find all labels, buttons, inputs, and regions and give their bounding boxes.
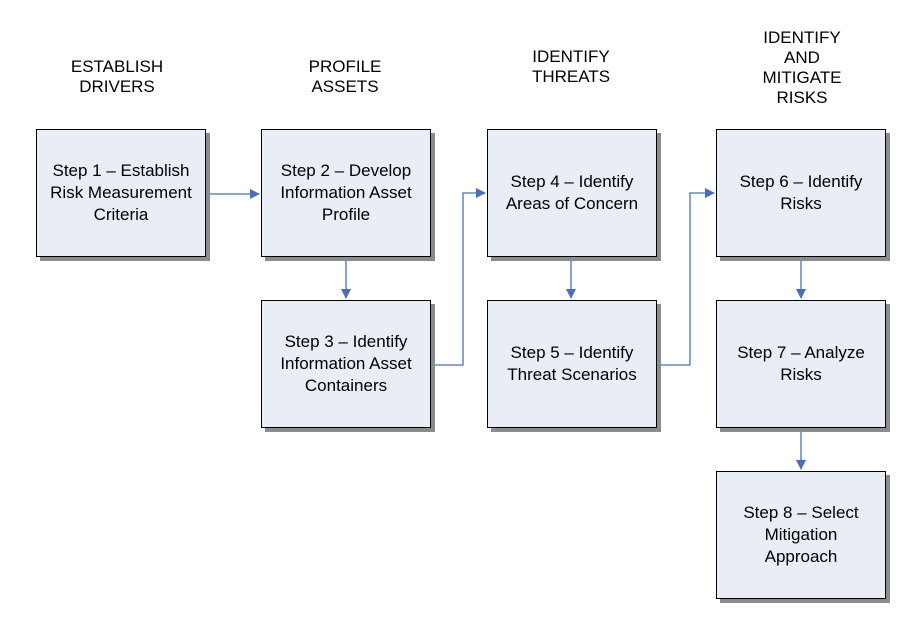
- arrow-step3-to-step4: [431, 188, 486, 366]
- phase-identify-threats: IDENTIFY THREATS: [531, 47, 611, 86]
- step-1-label: Step 1 – Establish Risk Measurement Crit…: [50, 161, 192, 224]
- step-7-box: Step 7 – Analyze Risks: [716, 300, 886, 428]
- step-7-label: Step 7 – Analyze Risks: [737, 343, 865, 384]
- arrow-step5-to-step6: [656, 188, 715, 366]
- step-6-label: Step 6 – Identify Risks: [739, 172, 863, 213]
- step-5-box: Step 5 – Identify Threat Scenarios: [487, 300, 657, 428]
- step-2-box: Step 2 – Develop Information Asset Profi…: [261, 129, 431, 257]
- step-6-box: Step 6 – Identify Risks: [716, 129, 886, 257]
- step-2-label: Step 2 – Develop Information Asset Profi…: [280, 161, 412, 224]
- phase-establish-drivers: ESTABLISH DRIVERS: [70, 57, 164, 96]
- step-5-label: Step 5 – Identify Threat Scenarios: [507, 343, 637, 384]
- step-3-label: Step 3 – Identify Information Asset Cont…: [280, 332, 412, 395]
- step-8-box: Step 8 – Select Mitigation Approach: [716, 471, 886, 599]
- step-4-label: Step 4 – Identify Areas of Concern: [505, 172, 639, 213]
- step-4-box: Step 4 – Identify Areas of Concern: [487, 129, 657, 257]
- step-3-box: Step 3 – Identify Information Asset Cont…: [261, 300, 431, 428]
- step-8-label: Step 8 – Select Mitigation Approach: [743, 503, 859, 566]
- phase-identify-mitigate-risks: IDENTIFY AND MITIGATE RISKS: [762, 28, 842, 107]
- step-1-box: Step 1 – Establish Risk Measurement Crit…: [36, 129, 206, 257]
- phase-profile-assets: PROFILE ASSETS: [308, 57, 382, 96]
